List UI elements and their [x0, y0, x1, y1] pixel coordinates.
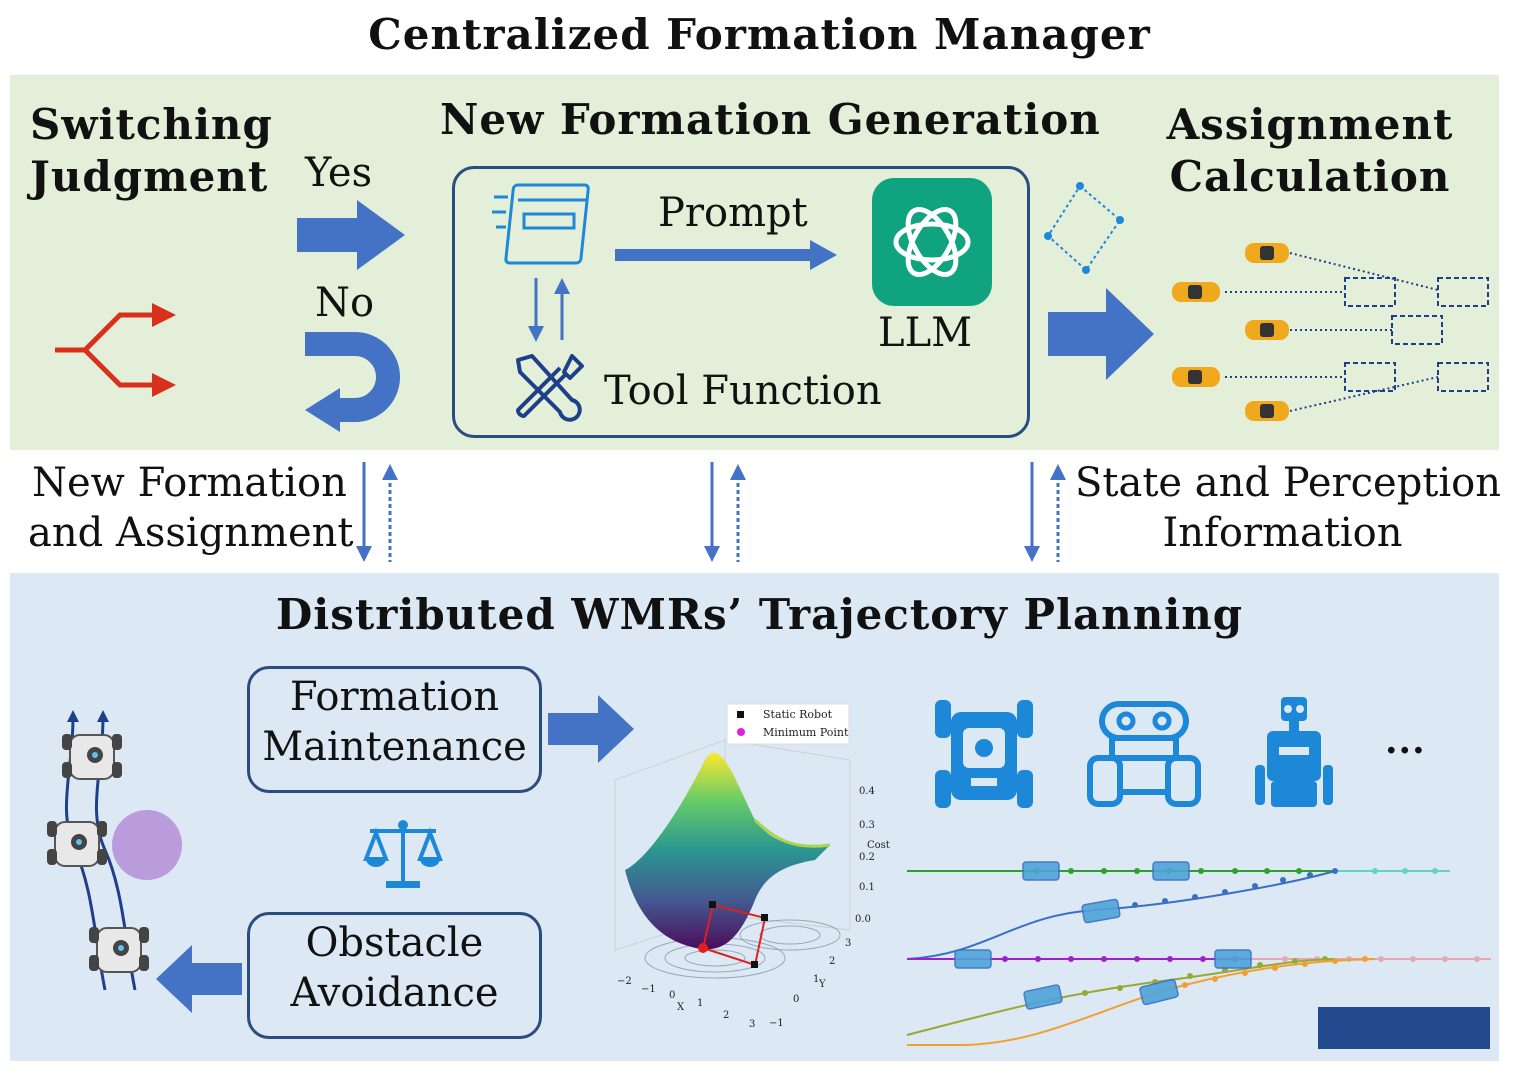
llm-label: LLM — [878, 310, 973, 356]
maintenance-label-line2: Maintenance — [262, 724, 527, 770]
no-label: No — [315, 280, 375, 326]
bottom-panel — [10, 573, 1499, 1061]
manager-title: Centralized Formation Manager — [368, 10, 1151, 59]
state-perception-label-line2: Information — [1162, 510, 1403, 556]
legend-static-robot: Static Robot — [763, 708, 833, 721]
comm-arrows-center-icon — [704, 462, 746, 562]
robot-team-trajectories — [47, 710, 182, 991]
z-tick: 0.2 — [859, 852, 875, 863]
formation-maintenance-box — [247, 666, 542, 793]
y-tick: 2 — [829, 956, 835, 967]
humanoid-robot-icon — [1255, 697, 1333, 807]
state-perception-label-line1: State and Perception — [1075, 460, 1502, 506]
car-icon — [1245, 320, 1289, 340]
x-tick: 3 — [749, 1019, 755, 1030]
robot-icon — [62, 734, 122, 780]
obstacle-circle — [112, 810, 182, 880]
no-uturn-arrow-icon — [305, 332, 400, 432]
maintenance-to-plot-arrow-icon — [548, 695, 634, 763]
y-axis-label: Y — [818, 979, 826, 990]
x-tick: 1 — [697, 998, 703, 1009]
z-tick: 0.1 — [859, 882, 875, 893]
yes-arrow-icon — [297, 200, 405, 270]
y-tick: 3 — [845, 938, 851, 949]
robot-icon — [47, 821, 107, 867]
generation-title: New Formation Generation — [440, 95, 1101, 144]
switching-title-line2: Judgment — [30, 152, 269, 201]
formation-shape-icon — [1044, 182, 1124, 274]
generation-box — [452, 166, 1030, 438]
new-formation-label-line1: New Formation — [32, 460, 347, 506]
assignment-arrow-icon — [1048, 288, 1154, 380]
x-tick: −2 — [617, 976, 632, 987]
assignment-title-line2: Calculation — [1169, 152, 1451, 201]
tracked-robot-icon — [1087, 701, 1201, 807]
llm-logo-icon — [872, 178, 992, 306]
tool-exchange-arrows-icon — [528, 278, 570, 342]
assignment-title-line1: Assignment — [1166, 100, 1454, 149]
x-tick: 0 — [669, 990, 675, 1001]
y-tick: 0 — [793, 994, 799, 1005]
new-formation-label-line2: and Assignment — [28, 510, 354, 556]
z-tick: 0.0 — [855, 914, 871, 925]
more-robots-ellipsis: ... — [1385, 720, 1426, 762]
car-icon — [1245, 243, 1289, 263]
legend-minimum-point: Minimum Point — [763, 726, 849, 739]
prompt-arrow-icon — [615, 240, 837, 270]
avoidance-label-line1: Obstacle — [305, 920, 484, 966]
switch-icon — [55, 303, 176, 397]
cost-surface-plot: Static Robot Minimum Point 0.4 0.3 0.2 0… — [614, 703, 890, 1030]
comm-arrows-right-icon — [1024, 462, 1066, 562]
x-axis-label: X — [677, 1002, 685, 1013]
yes-label: Yes — [305, 150, 373, 196]
planning-title: Distributed WMRs’ Trajectory Planning — [275, 590, 1244, 639]
prompt-label: Prompt — [658, 190, 808, 236]
x-tick: −1 — [641, 984, 656, 995]
assignment-diagram — [1172, 243, 1489, 421]
comm-arrows-left-icon — [356, 462, 398, 562]
x-tick: 2 — [723, 1010, 729, 1021]
trajectory-plot — [906, 861, 1491, 1049]
tool-function-label: Tool Function — [604, 368, 882, 414]
wheeled-robot-icon — [935, 700, 1033, 808]
maintenance-label-line1: Formation — [289, 674, 500, 720]
car-icon — [1172, 367, 1220, 387]
tools-wrench-screwdriver-icon — [516, 354, 584, 422]
window-document-icon — [492, 183, 590, 265]
car-icon — [1245, 401, 1289, 421]
z-tick: 0.4 — [859, 786, 875, 797]
top-panel — [10, 75, 1499, 450]
switching-title-line1: Switching — [30, 100, 273, 149]
y-tick: −1 — [769, 1018, 784, 1029]
z-axis-label: Cost — [867, 840, 890, 851]
car-icon — [1172, 282, 1220, 302]
obstacle-avoidance-box — [247, 912, 542, 1039]
z-tick: 0.3 — [859, 820, 875, 831]
y-tick: 1 — [813, 974, 819, 985]
avoidance-to-robots-arrow-icon — [156, 945, 242, 1013]
avoidance-label-line2: Avoidance — [290, 970, 499, 1016]
robot-icon — [89, 927, 149, 973]
balance-scale-icon — [363, 820, 443, 888]
